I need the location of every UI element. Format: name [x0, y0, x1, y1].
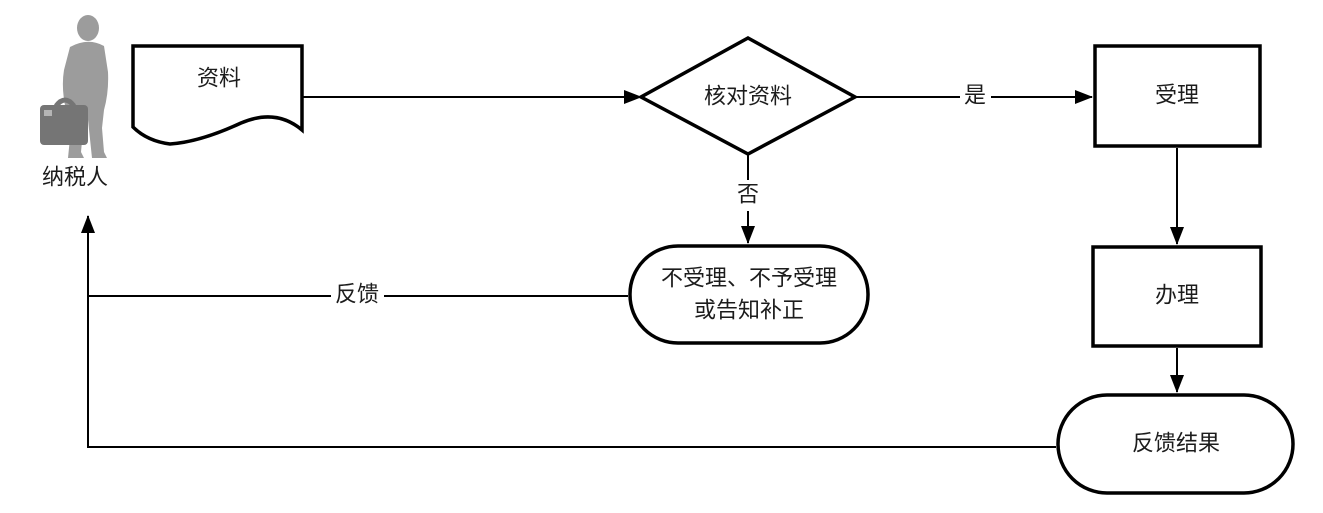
node-decision: 核对资料 — [637, 36, 859, 156]
briefcase-handle — [54, 97, 76, 108]
node-reject: 不受理、不予受理 或告知补正 — [628, 244, 870, 345]
yes-edge-label: 是 — [964, 84, 986, 109]
process-label: 办理 — [1155, 284, 1199, 309]
result-terminator-shape — [1056, 393, 1295, 495]
process-box-shape — [1091, 245, 1263, 348]
accept-box-shape — [1093, 44, 1262, 148]
node-result: 反馈结果 — [1056, 393, 1295, 495]
person-with-briefcase-icon — [40, 15, 109, 158]
node-accept: 受理 — [1093, 44, 1262, 148]
reject-terminator-shape — [628, 244, 870, 345]
connectors — [81, 90, 1184, 448]
feedback-edge-label: 反馈 — [335, 283, 379, 308]
document-shape — [131, 44, 304, 146]
result-label: 反馈结果 — [1132, 432, 1220, 457]
decision-diamond-shape — [637, 36, 859, 156]
edge-labels: 是 否 反馈 — [331, 81, 991, 311]
no-edge-label: 否 — [737, 183, 759, 208]
accept-label: 受理 — [1155, 84, 1199, 109]
node-process: 办理 — [1091, 245, 1263, 348]
node-document: 资料 — [131, 44, 304, 146]
document-label: 资料 — [197, 67, 241, 92]
reject-label-line1: 不受理、不予受理 — [661, 267, 837, 292]
decision-label: 核对资料 — [704, 85, 792, 110]
taxpayer-label: 纳税人 — [42, 166, 108, 191]
reject-label-line2: 或告知补正 — [694, 299, 804, 324]
